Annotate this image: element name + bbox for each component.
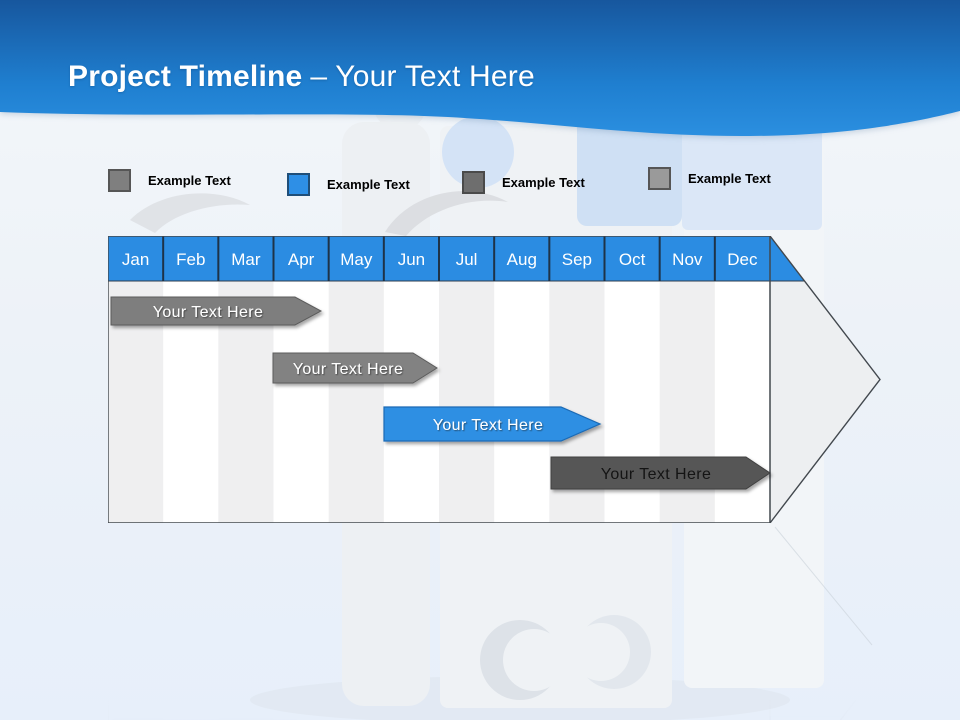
header-separators: [162, 236, 716, 281]
timeline-outline: [107, 235, 881, 524]
arrow-reflection-line: [774, 526, 873, 646]
legend-item-4[interactable]: Example Text: [648, 167, 771, 190]
puzzle-top-blue-2: [682, 124, 822, 230]
month-label: Nov: [672, 250, 703, 269]
title-main: Project Timeline: [68, 60, 303, 93]
slide-title[interactable]: Project Timeline–Your Text Here: [68, 60, 535, 94]
timeline-bar[interactable]: [383, 406, 602, 442]
month-column: [328, 281, 384, 523]
legend-label: Example Text: [327, 177, 410, 192]
puzzle-top-blue: [577, 118, 682, 226]
puzzle-knob-socket-inner: [503, 629, 565, 691]
month-label: Feb: [176, 250, 205, 269]
legend-item-2[interactable]: Example Text: [287, 173, 410, 196]
timeline-bars: Your Text Here Your Text Here Your Text …: [110, 296, 771, 490]
figure-arm-swirl-2: [130, 193, 250, 233]
legend-swatch-darkgray: [462, 171, 485, 194]
legend-item-3[interactable]: Example Text: [462, 171, 585, 194]
timeline-bar[interactable]: [272, 352, 438, 384]
legend-item-1[interactable]: Example Text: [108, 169, 231, 192]
month-label: Apr: [288, 250, 315, 269]
header-wave: [0, 0, 960, 136]
month-label: Dec: [727, 250, 758, 269]
puzzle-knob-socket-2-inner: [572, 623, 630, 681]
timeline-bar-label[interactable]: Your Text Here: [433, 417, 544, 434]
timeline-bar-label[interactable]: Your Text Here: [293, 361, 404, 378]
month-label: May: [340, 250, 373, 269]
puzzle-top-knob: [442, 116, 514, 188]
timeline-bar-label[interactable]: Your Text Here: [153, 304, 264, 321]
legend-swatch-gray: [108, 169, 131, 192]
month-column: [439, 281, 495, 523]
arrow-head: [770, 236, 880, 523]
timeline[interactable]: Jan Feb Mar Apr May Jun Jul Aug Sep Oct …: [107, 235, 882, 524]
timeline-bar-label[interactable]: Your Text Here: [601, 466, 712, 483]
timeline-svg: Jan Feb Mar Apr May Jun Jul Aug Sep Oct …: [107, 235, 881, 524]
figure-arm-swirl: [385, 191, 508, 236]
month-label: Jun: [398, 250, 425, 269]
month-label: Mar: [231, 250, 261, 269]
month-label: Aug: [507, 250, 537, 269]
legend-label: Example Text: [148, 173, 231, 188]
month-label: Jul: [456, 250, 478, 269]
month-label: Sep: [562, 250, 592, 269]
month-label: Jan: [122, 250, 149, 269]
timeline-bar[interactable]: [110, 296, 323, 326]
month-header-band: [108, 236, 805, 281]
legend-label: Example Text: [688, 171, 771, 186]
title-placeholder: Your Text Here: [335, 60, 535, 93]
title-dash: –: [310, 60, 328, 93]
month-label: Oct: [619, 250, 646, 269]
month-labels: Jan Feb Mar Apr May Jun Jul Aug Sep Oct …: [122, 250, 758, 269]
legend-label: Example Text: [502, 175, 585, 190]
legend-swatch-blue: [287, 173, 310, 196]
timeline-bar[interactable]: [550, 456, 771, 490]
legend-swatch-lightgray: [648, 167, 671, 190]
